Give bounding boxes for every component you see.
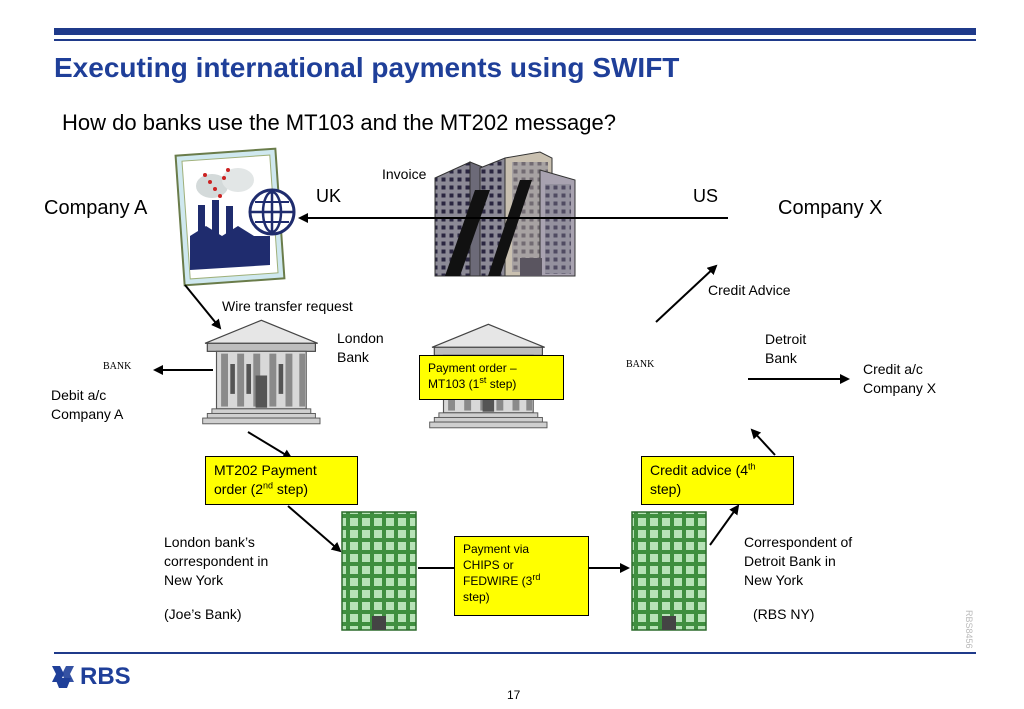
rbs-ny-label: (RBS NY) [753, 606, 815, 622]
credit-advice-box: Credit advice (4th step) [641, 456, 794, 505]
joes-bank-label: (Joe’s Bank) [164, 606, 242, 622]
rbsny-arrow [709, 504, 740, 546]
to-correspondent-arrow [287, 505, 342, 553]
credit-advice-arrow [655, 264, 718, 323]
wire-transfer-label: Wire transfer request [222, 298, 353, 314]
page-subtitle: How do banks use the MT103 and the MT202… [62, 110, 616, 135]
rbs-ny-building-icon [631, 511, 707, 631]
invoice-label: Invoice [382, 166, 427, 182]
payment-order-mt103-box: Payment order – MT103 (1st step) [419, 355, 564, 400]
chips-fedwire-box: Payment via CHIPS or FEDWIRE (3rd step) [454, 536, 589, 616]
top-rule-thin [54, 39, 976, 41]
side-code: RBS8456 [964, 610, 974, 649]
factory-globe-icon [174, 147, 296, 287]
mt202-payment-order-box: MT202 Payment order (2nd step) [205, 456, 358, 505]
city-buildings-icon [434, 151, 576, 277]
rbs-logo-mark-icon [52, 666, 74, 688]
bank-word-left: BANK [103, 361, 132, 372]
to-detroit-arrow [750, 428, 776, 456]
us-label: US [693, 186, 719, 206]
wire-transfer-arrow [184, 284, 222, 330]
credit-advice-label: Credit Advice [708, 282, 791, 298]
page-title: Executing international payments using S… [54, 52, 680, 83]
company-x-label: Company X [778, 197, 883, 219]
rbs-logo-text: RBS [80, 663, 131, 690]
top-rule [54, 28, 976, 35]
page-number: 17 [507, 688, 521, 702]
to-mt202-arrow [247, 431, 293, 460]
bottom-rule [54, 652, 976, 654]
uk-label: UK [316, 186, 342, 206]
ny-correspondent-building-icon [341, 511, 417, 631]
bank-word-right: BANK [626, 359, 655, 370]
company-a-label: Company A [44, 197, 148, 219]
london-bank-icon [202, 319, 321, 425]
